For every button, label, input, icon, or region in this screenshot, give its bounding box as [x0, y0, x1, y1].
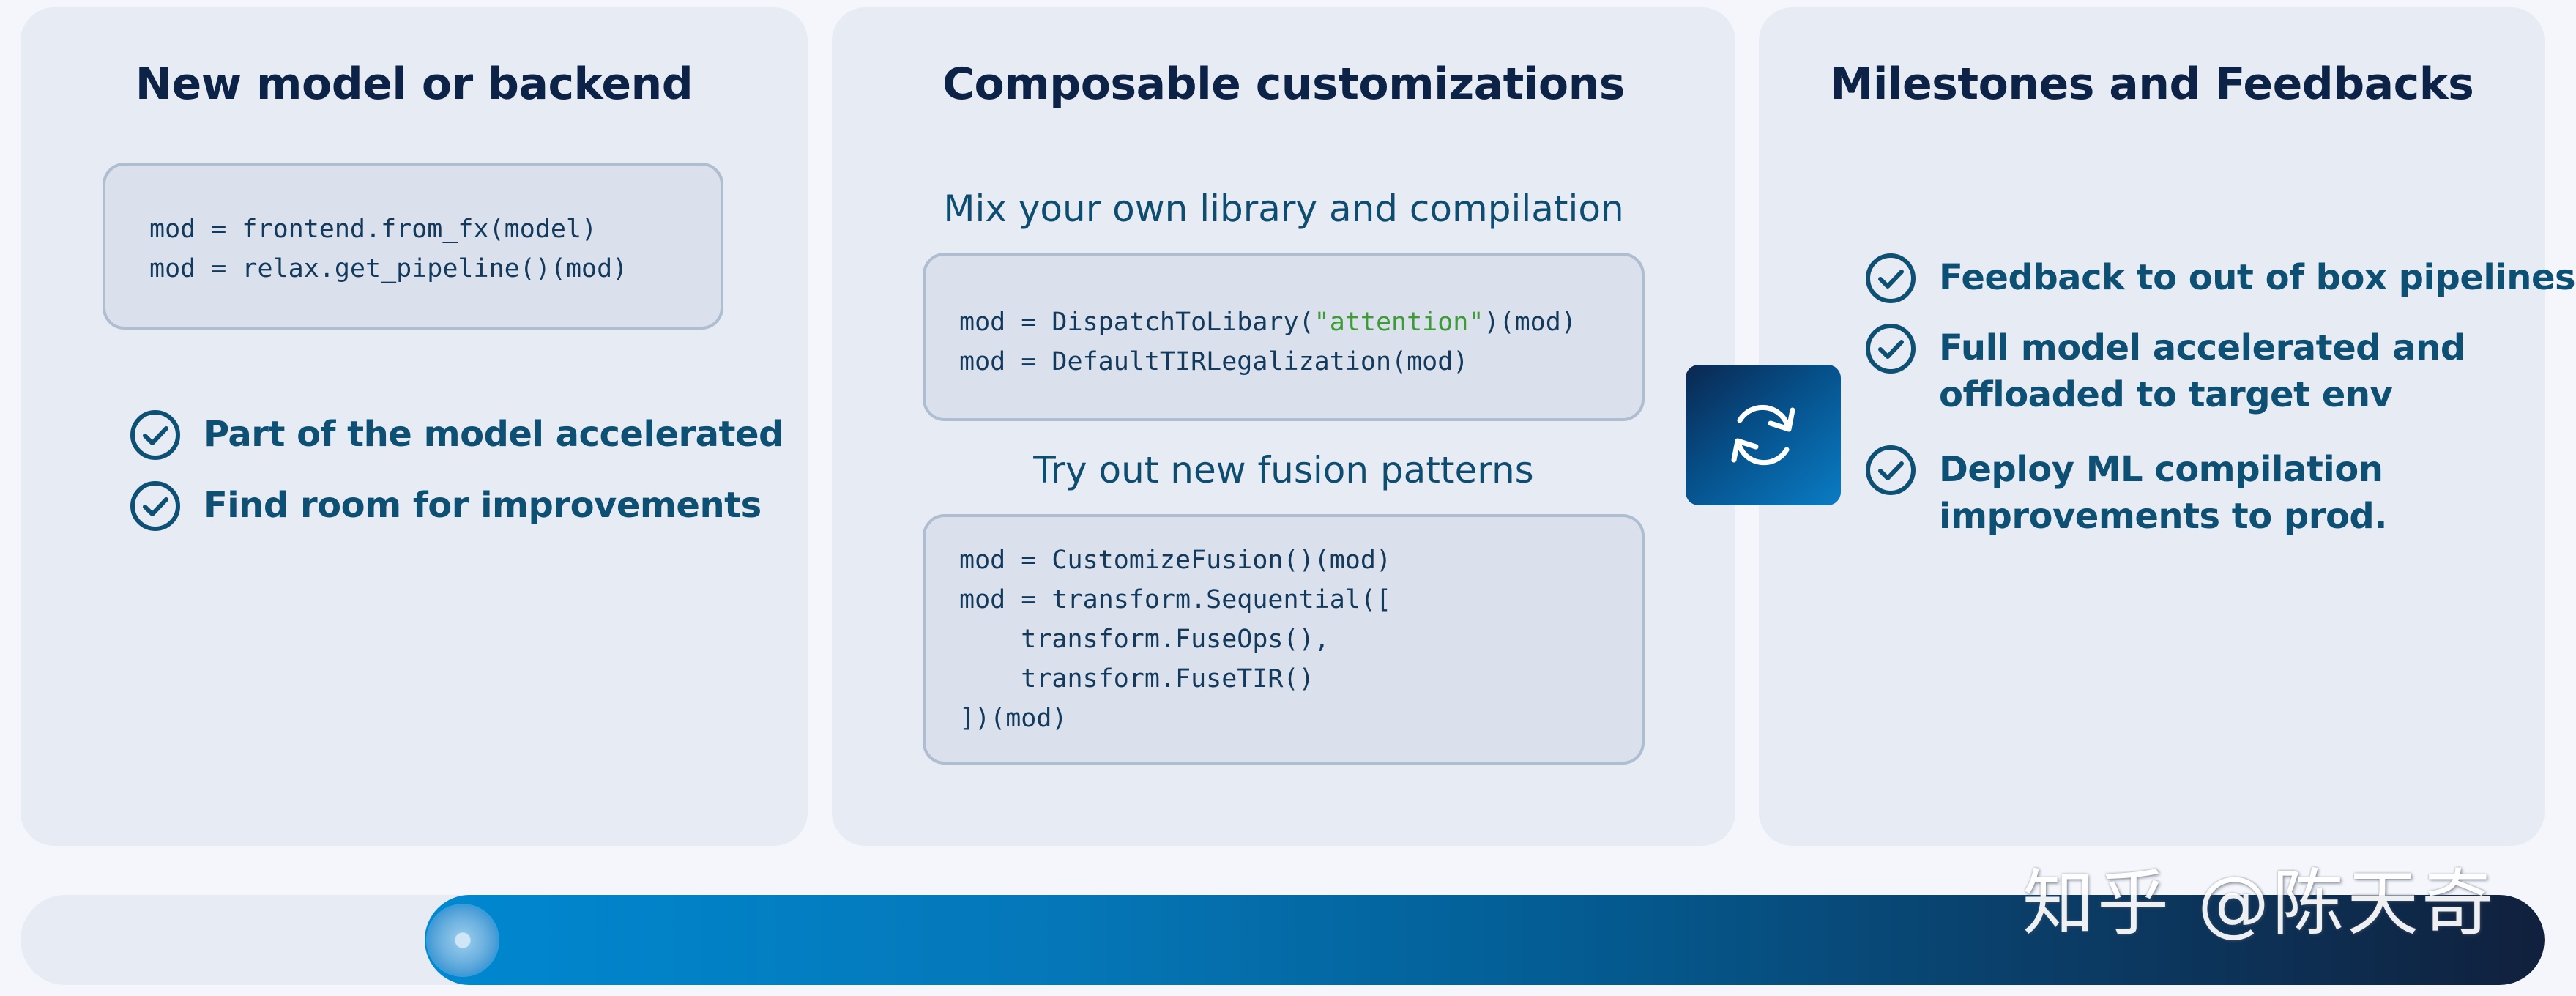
code-string: "attention" — [1314, 308, 1484, 337]
panel-title: Milestones and Feedbacks — [1829, 59, 2474, 110]
code-line: ])(mod) — [959, 704, 1068, 733]
check-circle-icon — [130, 410, 180, 460]
panel-title: New model or backend — [135, 59, 693, 110]
code-line: mod = relax.get_pipeline()(mod) — [149, 254, 628, 283]
code-block: mod = CustomizeFusion()(mod) mod = trans… — [923, 514, 1645, 765]
code-line: mod = transform.Sequential([ — [959, 585, 1392, 614]
panel-title: Composable customizations — [942, 59, 1626, 110]
check-text-line: Feedback to out of box pipelines — [1939, 257, 2576, 298]
watermark: 知乎 @陈天奇 — [2022, 862, 2497, 945]
panel-composable-customizations: Composable customizations Mix your own l… — [832, 7, 1735, 846]
check-item: Deploy ML compilation improvements to pr… — [1864, 444, 2388, 540]
code-segment: mod = DispatchToLibary( — [959, 308, 1314, 337]
check-circle-icon — [130, 481, 180, 531]
timeline-progress-bar — [425, 895, 2545, 985]
code-line: mod = DefaultTIRLegalization(mod) — [959, 347, 1469, 376]
code-line: mod = CustomizeFusion()(mod) — [959, 546, 1392, 575]
check-item: Find room for improvements — [129, 480, 762, 532]
code-line: transform.FuseOps(), — [959, 625, 1330, 654]
check-text: Feedback to out of box pipelines — [1939, 254, 2576, 301]
check-text: Part of the model accelerated — [204, 414, 783, 455]
check-text: Full model accelerated and offloaded to … — [1939, 324, 2465, 418]
code-line: mod = DispatchToLibary("attention")(mod) — [959, 302, 1642, 342]
panel-milestones-and-feedbacks: Milestones and Feedbacks Feedback to out… — [1759, 7, 2576, 846]
check-item: Full model accelerated and offloaded to … — [1864, 322, 2465, 418]
timeline-marker — [426, 904, 499, 977]
code-line: mod = frontend.from_fx(model) — [149, 215, 598, 244]
check-text-line: Deploy ML compilation — [1939, 449, 2383, 490]
check-item: Feedback to out of box pipelines — [1864, 252, 2576, 305]
check-item: Part of the model accelerated — [129, 409, 783, 461]
code-line: transform.FuseTIR() — [959, 664, 1314, 694]
check-text: Deploy ML compilation improvements to pr… — [1939, 446, 2388, 540]
code-block: mod = DispatchToLibary("attention")(mod)… — [923, 253, 1645, 421]
section-subtitle: Mix your own library and compilation — [943, 187, 1624, 230]
check-text-line: offloaded to target env — [1939, 374, 2393, 415]
check-text-line: improvements to prod. — [1939, 496, 2388, 537]
code-block: mod = frontend.from_fx(model) mod = rela… — [103, 163, 723, 330]
check-circle-icon — [1866, 324, 1916, 374]
check-circle-icon — [1866, 445, 1916, 495]
feedback-loop-badge — [1686, 365, 1841, 505]
refresh-cycle-icon — [1731, 404, 1795, 466]
panel-new-model-or-backend: New model or backend mod = frontend.from… — [21, 7, 808, 846]
check-text: Find room for improvements — [204, 485, 762, 526]
code-segment: )(mod) — [1484, 308, 1577, 337]
section-subtitle: Try out new fusion patterns — [1033, 449, 1534, 491]
check-text-line: Full model accelerated and — [1939, 327, 2465, 368]
check-circle-icon — [1866, 253, 1916, 303]
